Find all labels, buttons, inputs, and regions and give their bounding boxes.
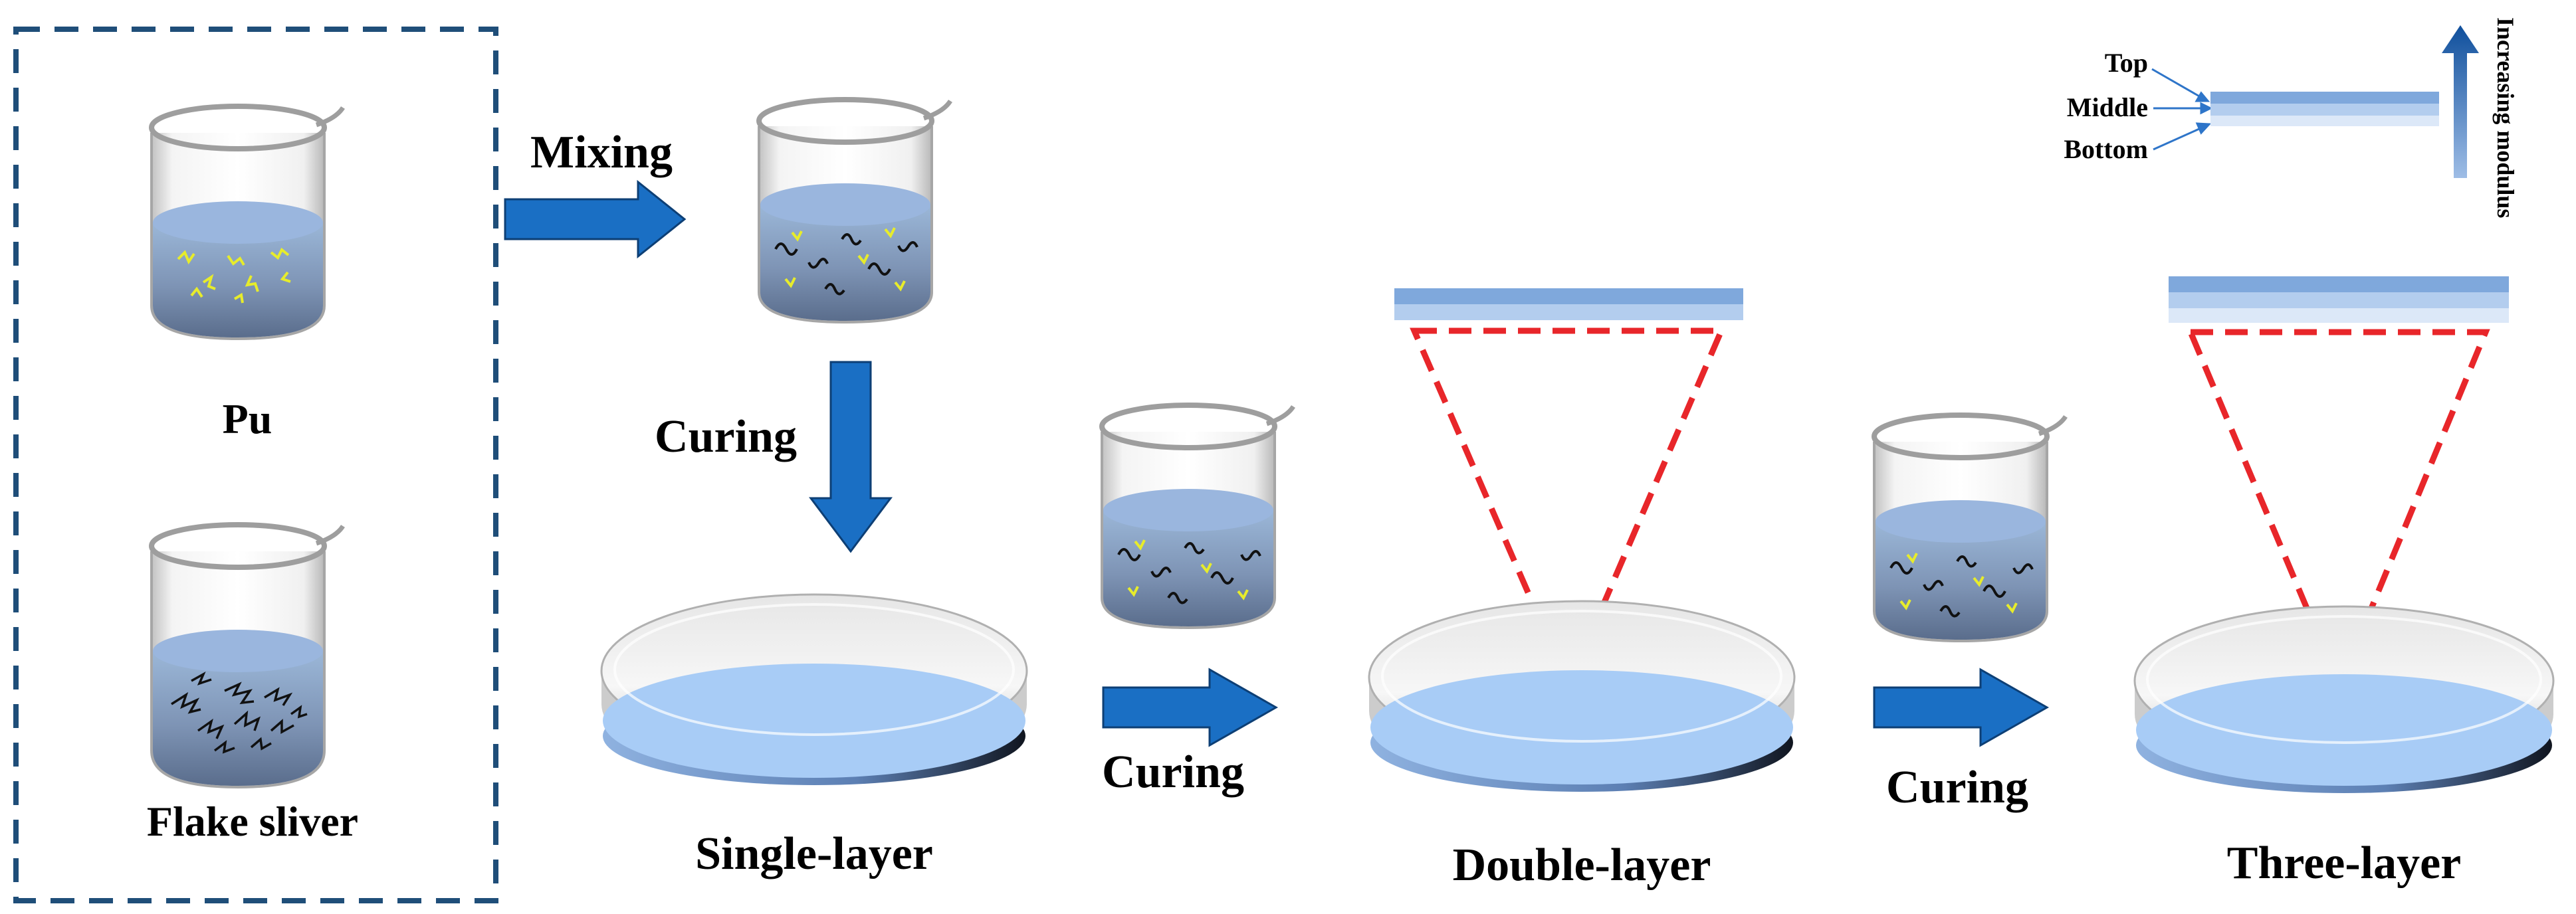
curing-arrow-down	[809, 361, 893, 553]
three-layer-label: Three-layer	[2227, 838, 2461, 889]
dish-double	[1368, 600, 1796, 792]
legend-bottom-label: Bottom	[2064, 134, 2148, 164]
curing-label-2: Curing	[1102, 747, 1244, 798]
layer-legend: Top Middle Bottom Increasing modulus	[2064, 17, 2519, 218]
projection-three	[2186, 329, 2490, 693]
dish-three	[2133, 605, 2555, 793]
curing-arrow-3	[1873, 668, 2050, 747]
legend-middle-label: Middle	[2067, 92, 2148, 122]
beaker-curing-1	[1099, 403, 1295, 630]
materials-frame	[13, 27, 498, 903]
double-layer-label: Double-layer	[1453, 840, 1711, 891]
curing-label-3: Curing	[1886, 762, 2028, 813]
three-layer-film	[2169, 276, 2509, 323]
legend-top-label: Top	[2105, 48, 2148, 78]
flake-pieces	[171, 671, 308, 754]
beaker-curing-2	[1872, 412, 2068, 643]
flake-sliver-label: Flake sliver	[147, 798, 358, 845]
beaker-mixed	[756, 97, 952, 324]
mixed-fibers	[774, 227, 918, 296]
mixing-arrow	[504, 179, 687, 259]
curing-label-1: Curing	[655, 411, 797, 462]
beaker-flake	[149, 522, 345, 789]
single-layer-label: Single-layer	[695, 828, 933, 879]
modulus-label: Increasing modulus	[2492, 17, 2519, 218]
mixing-label: Mixing	[530, 127, 673, 178]
double-layer-film	[1394, 288, 1743, 320]
projection-double	[1410, 327, 1726, 693]
dish-single	[600, 593, 1028, 785]
pu-fibers	[177, 247, 291, 304]
curing-arrow-2	[1102, 668, 1279, 747]
modulus-arrow	[2442, 25, 2479, 178]
beaker-pu	[149, 104, 345, 341]
pu-label: Pu	[223, 395, 272, 442]
